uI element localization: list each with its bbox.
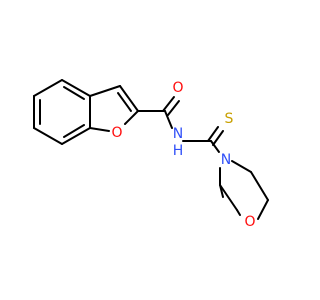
bond xyxy=(250,171,269,201)
bond xyxy=(219,184,238,211)
carbonyl-double-bond xyxy=(162,96,175,112)
furan-ring xyxy=(89,85,139,132)
thioamide-group xyxy=(207,126,224,153)
bond xyxy=(33,127,63,145)
bond xyxy=(119,85,139,112)
thione-double-bond xyxy=(207,126,219,142)
amide-nitrogen-label: N xyxy=(173,126,183,142)
morpholine-nitrogen-label: N xyxy=(221,152,231,168)
bond xyxy=(61,79,91,97)
aromatic-double-bond xyxy=(63,124,85,138)
structure-canvas: O O N H S N O xyxy=(33,79,269,230)
amide-hydrogen-label: H xyxy=(173,143,184,159)
bond xyxy=(236,209,241,216)
carbonyl-oxygen-label: O xyxy=(172,80,183,96)
bond xyxy=(210,140,220,153)
bond xyxy=(231,160,252,173)
bond xyxy=(124,110,139,125)
molecule-structure: O O N H S N O xyxy=(33,79,269,230)
furan-oxygen-label: O xyxy=(111,125,122,141)
morpholine-ring xyxy=(219,160,269,220)
bond xyxy=(219,184,224,198)
benzene-ring xyxy=(33,79,91,145)
carbonyl-double-bond xyxy=(167,100,180,116)
bond xyxy=(257,199,269,220)
morpholine-oxygen-label: O xyxy=(244,214,255,230)
bond xyxy=(89,127,110,132)
bond xyxy=(61,127,91,145)
bond xyxy=(89,85,121,97)
bond xyxy=(164,110,173,129)
aromatic-double-bond xyxy=(117,92,132,112)
thione-double-bond xyxy=(212,130,224,146)
atom-labels: O O N H S N O xyxy=(111,80,255,230)
bond xyxy=(33,79,63,97)
aromatic-double-bond xyxy=(63,86,85,100)
thione-sulfur-label: S xyxy=(225,111,234,127)
amide-group xyxy=(137,96,212,142)
